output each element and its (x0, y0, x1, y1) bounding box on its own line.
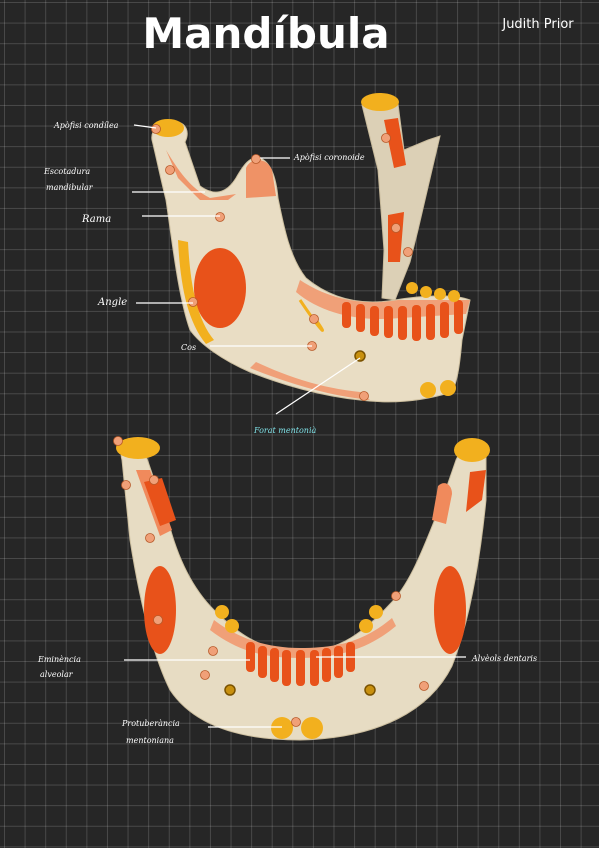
label-angle: Angle (97, 297, 127, 308)
frontal-leader-lines (124, 656, 466, 728)
angle-edge (178, 240, 214, 344)
label-alveols-dentaris: Alvèols dentaris (471, 654, 537, 663)
mental-protuberance-right (301, 717, 323, 739)
oblique-line (298, 299, 325, 332)
far-ramus (361, 97, 441, 301)
author-name: Judith Prior (501, 17, 574, 32)
label-apofisi-coronoide: Apòfisi coronoide (293, 153, 365, 162)
frontal-body (120, 442, 487, 741)
mental-protuberance-left (271, 717, 293, 739)
coronoid-tint (246, 160, 276, 198)
mental-foramen (354, 350, 366, 362)
frontal-left-condyle (116, 437, 160, 459)
masseter-area (194, 248, 246, 328)
label-forat-mentonia: Forat mentonià (253, 426, 316, 435)
right-ramus-inner (432, 483, 452, 524)
body-lower-edge (250, 362, 370, 400)
chin-tubercle-right (440, 380, 456, 396)
lateral-tooth-sockets (342, 300, 463, 341)
condyle (152, 119, 184, 137)
frontal-left-masseter (144, 566, 176, 654)
far-ramus-muscle (384, 118, 406, 168)
page-title: Mandíbula (142, 9, 389, 58)
chin-tubercle-left (420, 382, 436, 398)
mandible-lateral-view (151, 93, 471, 403)
frontal-left-coronoid (144, 478, 176, 526)
label-apofisi-condilea: Apòfisi condílea (53, 121, 119, 130)
label-protuberancia-line1: Protuberància (121, 719, 180, 728)
label-eminencia-line1: Eminència (37, 655, 81, 664)
mandible-frontal-view (113, 436, 490, 741)
label-protuberancia-line2: mentoniana (126, 736, 174, 745)
frontal-label-dots (113, 436, 429, 727)
far-ramus-muscle-lower (388, 212, 404, 262)
frontal-right-condyle (454, 438, 490, 462)
frontal-right-coronoid (466, 470, 486, 512)
far-molars (406, 282, 460, 302)
frontal-molars (215, 605, 383, 633)
label-escotadura-line2: mandibular (46, 183, 94, 192)
label-eminencia-line2: alveolar (40, 670, 74, 679)
far-condyle (361, 93, 399, 111)
label-escotadura-line1: Escotadura (43, 167, 90, 176)
label-cos: Cos (181, 343, 196, 352)
lateral-leader-lines (132, 124, 361, 415)
label-rama: Rama (81, 214, 111, 225)
notch-tint (166, 150, 236, 200)
frontal-right-masseter (434, 566, 466, 654)
frontal-mental-foramen-right (364, 684, 376, 696)
frontal-mental-foramen-left (224, 684, 236, 696)
